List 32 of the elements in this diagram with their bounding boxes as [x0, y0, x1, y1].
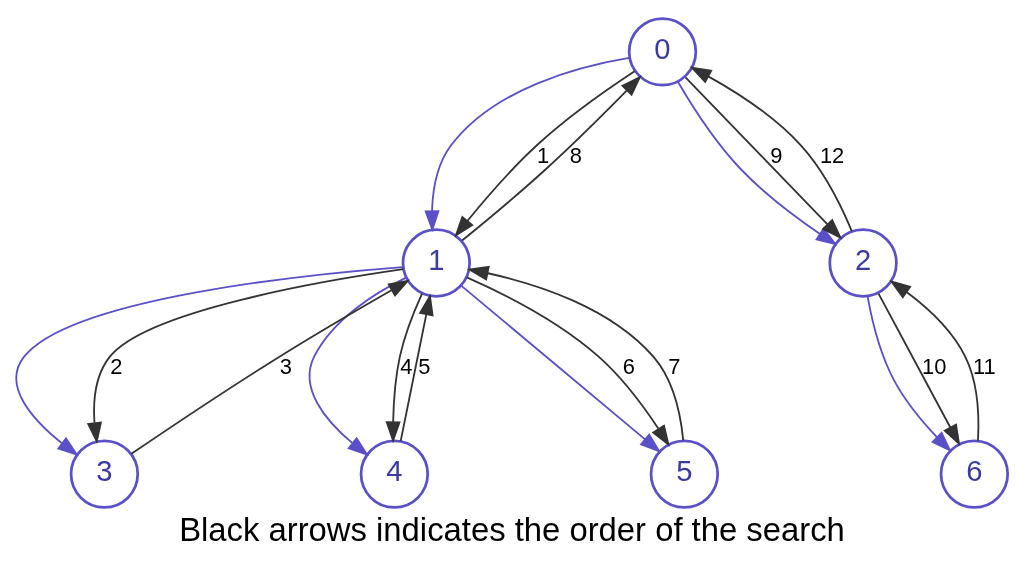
arrow [308, 276, 407, 456]
arrow [877, 292, 961, 446]
node-circle: 5 [649, 438, 720, 509]
edge-label: 2 [110, 353, 123, 379]
edge-label: 9 [770, 142, 783, 168]
edge-label: 5 [418, 353, 431, 379]
arrow [424, 56, 630, 232]
node-circle: 3 [69, 438, 140, 509]
edge-label: 8 [569, 142, 582, 168]
arrow [385, 292, 423, 443]
edge-label: 1 [536, 142, 550, 168]
node-circle: 0 [627, 16, 698, 87]
node-circle: 1 [401, 227, 471, 298]
caption: Black arrows indicates the order of the search [179, 510, 845, 548]
edge-label: 4 [400, 353, 413, 379]
arrow [399, 293, 434, 442]
arrow [86, 267, 405, 444]
node-circle: 4 [359, 438, 430, 509]
edge-label: 6 [622, 353, 635, 379]
arrow [889, 279, 980, 442]
arrow [130, 279, 411, 455]
edge-label: 7 [668, 353, 681, 379]
arrow [466, 265, 685, 441]
node-circle: 2 [828, 227, 898, 298]
arrow [866, 295, 952, 452]
arrow [689, 65, 853, 232]
edge-label: 12 [819, 142, 845, 168]
arrow [15, 265, 404, 456]
edge-label: 11 [973, 353, 996, 379]
node-circle: 6 [939, 438, 1010, 509]
edge-label: 3 [279, 353, 292, 379]
edge-label: 10 [922, 353, 947, 379]
